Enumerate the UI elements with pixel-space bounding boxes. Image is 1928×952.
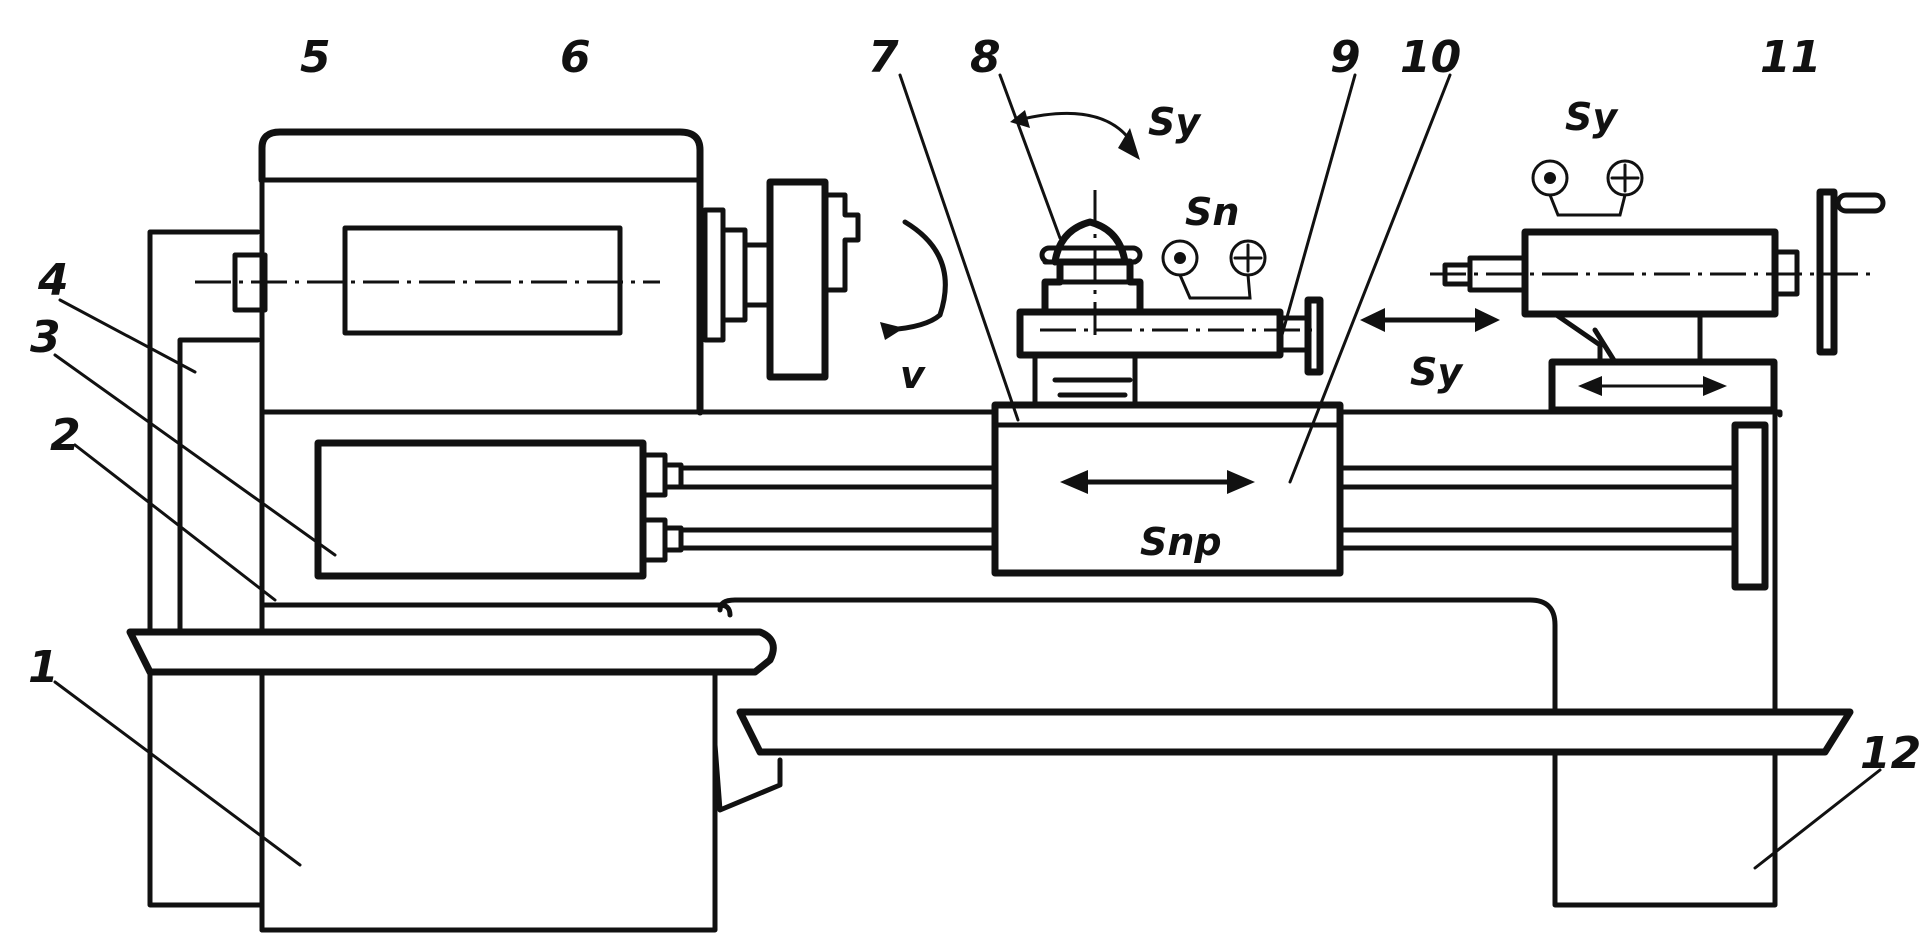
center-axes [195, 190, 1870, 335]
motion-annotations: v Sy Sn Sy Sy Snp [900, 95, 1619, 564]
chip-tray-left [126, 628, 777, 676]
label-7: 7 [868, 32, 899, 83]
feed-symbols [1161, 159, 1644, 300]
headstock [232, 128, 861, 416]
tool-rotation-arrow-icon [1118, 128, 1140, 160]
label-12: 12 [1860, 728, 1921, 779]
label-3: 3 [30, 312, 61, 363]
carriage [1016, 296, 1324, 408]
label-11: 11 [1760, 32, 1821, 83]
label-1: 1 [28, 642, 59, 693]
rotation-arrow-icon [880, 322, 904, 340]
label-4: 4 [37, 255, 69, 306]
label-2: 2 [50, 410, 81, 461]
annotation-sy-mid: Sy [1410, 350, 1464, 394]
label-6: 6 [560, 32, 591, 83]
machine-frame [147, 177, 1783, 933]
tailstock [1442, 188, 1886, 414]
annotation-v: v [900, 353, 926, 397]
label-9: 9 [1330, 32, 1361, 83]
label-5: 5 [300, 32, 331, 83]
feed-box [314, 439, 684, 580]
chip-tray-front [736, 708, 1854, 756]
motion-arrows [880, 110, 1727, 494]
tool-post [1039, 218, 1144, 316]
label-10: 10 [1400, 32, 1461, 83]
label-8: 8 [970, 32, 1001, 83]
leader-lines [53, 73, 1882, 870]
apron [991, 401, 1344, 577]
annotation-sy-tail: Sy [1565, 95, 1619, 139]
annotation-snp: Snp [1140, 520, 1222, 564]
annotation-sy-top: Sy [1148, 100, 1202, 144]
annotation-sn: Sn [1185, 190, 1239, 234]
part-labels: 1 2 3 4 5 6 7 8 9 10 11 12 [28, 32, 1921, 779]
lead-screw [678, 421, 1769, 591]
